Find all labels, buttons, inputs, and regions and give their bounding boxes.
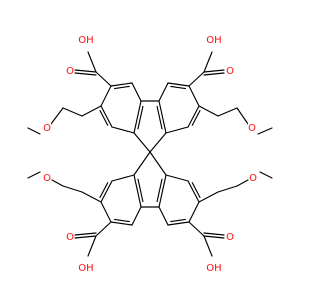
- bond-methoxy-lr-ch3: [217, 185, 238, 193]
- bond-upper-left-ring-inner: [113, 85, 130, 90]
- carbonyl-oxygen-upper-right-background: [225, 65, 235, 77]
- bond-carboxyl-ll-co: [74, 235, 97, 239]
- hydroxyl-lower-right: OH: [206, 263, 221, 274]
- bond-upper-left-ring: [100, 105, 113, 128]
- carbonyl-oxygen-upper-right: O: [226, 66, 234, 77]
- bond-methoxy-ll-ch3: [62, 185, 83, 193]
- bond-upper-right-ring: [158, 82, 169, 102]
- bond-lower-left-ring: [110, 221, 133, 226]
- methoxy-oxygen-lower-right-background: [248, 172, 258, 184]
- carbonyl-oxygen-upper-left: O: [66, 66, 74, 77]
- bond-lower-right-ring-inner: [170, 218, 187, 223]
- methoxy-oxygen-lower-right: O: [249, 173, 257, 184]
- bond-lower-right-ring-inner: [156, 178, 163, 203]
- bond-carboxyl-lr-co-2: [203, 232, 225, 236]
- bond-carboxyl-ur-co-2: [203, 72, 225, 76]
- bond-spiro-lower-right: [149, 151, 167, 176]
- methoxy-oxygen-upper-right-background: [247, 122, 257, 134]
- bond-lower-right-ring: [165, 174, 189, 182]
- bond-upper-left-ring: [110, 82, 133, 87]
- hydroxyl-upper-left: OH: [78, 35, 93, 46]
- bond-lower-left-ring-inner: [113, 218, 130, 223]
- molecule-diagram: O O OH O O OH O O OH O O OH: [27, 34, 273, 274]
- bond-lower-left-ring: [131, 206, 142, 226]
- bond-upper-left-ring-inner: [99, 109, 109, 126]
- bond-methoxy-ul-methyl: [27, 127, 41, 135]
- bond-carboxyl-ur-oh: [203, 51, 213, 73]
- bond-lower-right-ring: [167, 221, 190, 226]
- bond-lower-right-ring: [187, 180, 200, 203]
- methoxy-oxygen-lower-left: O: [43, 173, 51, 184]
- bond-spiro-upper-left: [133, 132, 151, 153]
- bond-carboxyl-ur: [188, 71, 205, 87]
- bond-methoxy-ur-o: [236, 107, 249, 125]
- bond-spiro-upper-right: [149, 132, 167, 153]
- bond-carboxyl-lr-oh: [203, 235, 213, 257]
- bond-methoxy-ll-methyl: [27, 171, 41, 179]
- bond-lower-right-ring-inner: [191, 182, 201, 199]
- bond-methoxy-ul-ch3: [62, 107, 83, 117]
- bond-upper-right-ring-inner: [170, 85, 187, 90]
- bond-methoxy-ul: [81, 105, 102, 117]
- bond-lower-left-ring: [100, 201, 112, 223]
- bond-methoxy-ll: [81, 191, 102, 203]
- bond-lower-right-ring: [158, 206, 169, 226]
- bond-upper-right-ring: [187, 105, 200, 128]
- bond-upper-left-ring-inner: [137, 105, 144, 130]
- hydroxyl-upper-right-background: [206, 34, 222, 46]
- carbonyl-oxygen-lower-left-background: [65, 231, 75, 243]
- bond-upper-right-ring-inner: [191, 109, 201, 126]
- carbonyl-oxygen-lower-right: O: [226, 232, 234, 243]
- carbonyl-oxygen-lower-left: O: [66, 232, 74, 243]
- bond-carboxyl-ul-oh: [87, 51, 97, 73]
- bond-layer: [27, 51, 273, 257]
- bond-upper-right-ring: [158, 100, 167, 134]
- bond-carboxyl-lr-co: [203, 235, 225, 239]
- atom-label-layer: O O OH O O OH O O OH O O OH: [42, 34, 258, 274]
- bond-upper-left-ring: [133, 100, 142, 134]
- bond-methoxy-lr-methyl: [259, 171, 273, 179]
- hydroxyl-upper-left-background: [78, 34, 94, 46]
- methoxy-oxygen-lower-left-background: [42, 172, 52, 184]
- bond-methoxy-ul-o: [50, 107, 64, 125]
- methoxy-oxygen-upper-left: O: [43, 123, 51, 134]
- bond-spiro-lower-left: [133, 151, 151, 176]
- bond-carboxyl-ul-co: [74, 69, 97, 73]
- hydroxyl-lower-right-background: [206, 262, 222, 274]
- bond-lower-left-ring: [100, 180, 113, 203]
- bond-carboxyl-lr: [188, 221, 205, 237]
- bond-methoxy-ll-o: [51, 179, 64, 187]
- bond-upper-left-ring: [100, 85, 112, 107]
- hydroxyl-upper-right: OH: [206, 35, 221, 46]
- methoxy-oxygen-upper-left-background: [42, 122, 52, 134]
- bond-lower-right-ring: [158, 174, 167, 208]
- carbonyl-oxygen-upper-left-background: [65, 65, 75, 77]
- methoxy-oxygen-upper-right: O: [248, 123, 256, 134]
- bond-upper-left-ring: [131, 82, 142, 102]
- bond-lower-left-ring-inner: [99, 182, 109, 199]
- bond-upper-right-ring-inner: [156, 105, 163, 130]
- bond-methoxy-lr: [198, 191, 219, 203]
- bond-methoxy-lr-o: [236, 179, 249, 187]
- bond-carboxyl-ul-co-2: [74, 72, 97, 76]
- hydroxyl-lower-left: OH: [78, 263, 93, 274]
- bond-upper-right-ring: [167, 82, 190, 87]
- bond-carboxyl-ll-oh: [87, 235, 97, 257]
- bond-carboxyl-ur-co: [203, 69, 225, 73]
- bond-upper-left-ring: [111, 126, 135, 134]
- bond-carboxyl-ll-co-2: [74, 232, 97, 236]
- bond-carboxyl-ll: [95, 221, 112, 237]
- bond-methoxy-ur-methyl: [257, 127, 273, 135]
- bond-lower-left-ring-inner: [137, 178, 144, 203]
- hydroxyl-lower-left-background: [78, 262, 94, 274]
- bond-lower-left-ring: [111, 174, 135, 182]
- bond-upper-right-ring: [165, 126, 189, 134]
- bond-methoxy-ur: [198, 105, 219, 117]
- bond-methoxy-ur-ch3: [217, 107, 238, 117]
- bond-carboxyl-ul: [95, 71, 112, 87]
- carbonyl-oxygen-lower-right-background: [225, 231, 235, 243]
- bond-lower-right-ring: [188, 201, 200, 223]
- bond-lower-left-ring: [133, 174, 142, 208]
- bond-upper-right-ring: [188, 85, 200, 107]
